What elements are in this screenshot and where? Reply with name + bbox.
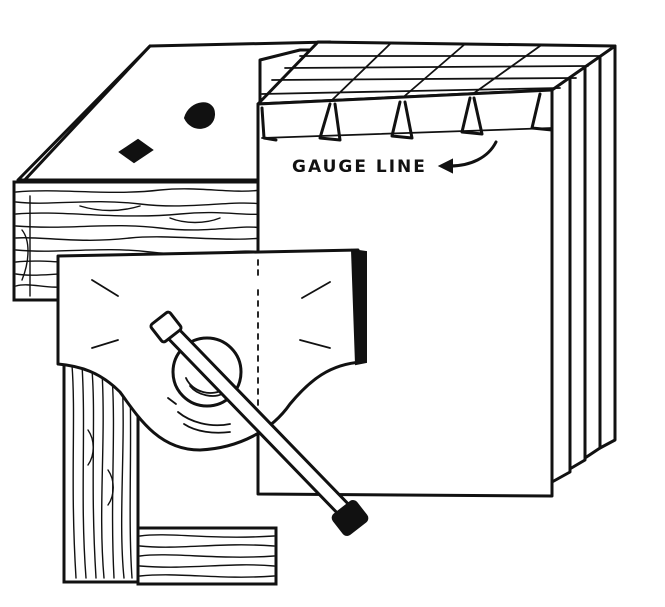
gauge-line-label: GAUGE LINE <box>292 157 427 177</box>
